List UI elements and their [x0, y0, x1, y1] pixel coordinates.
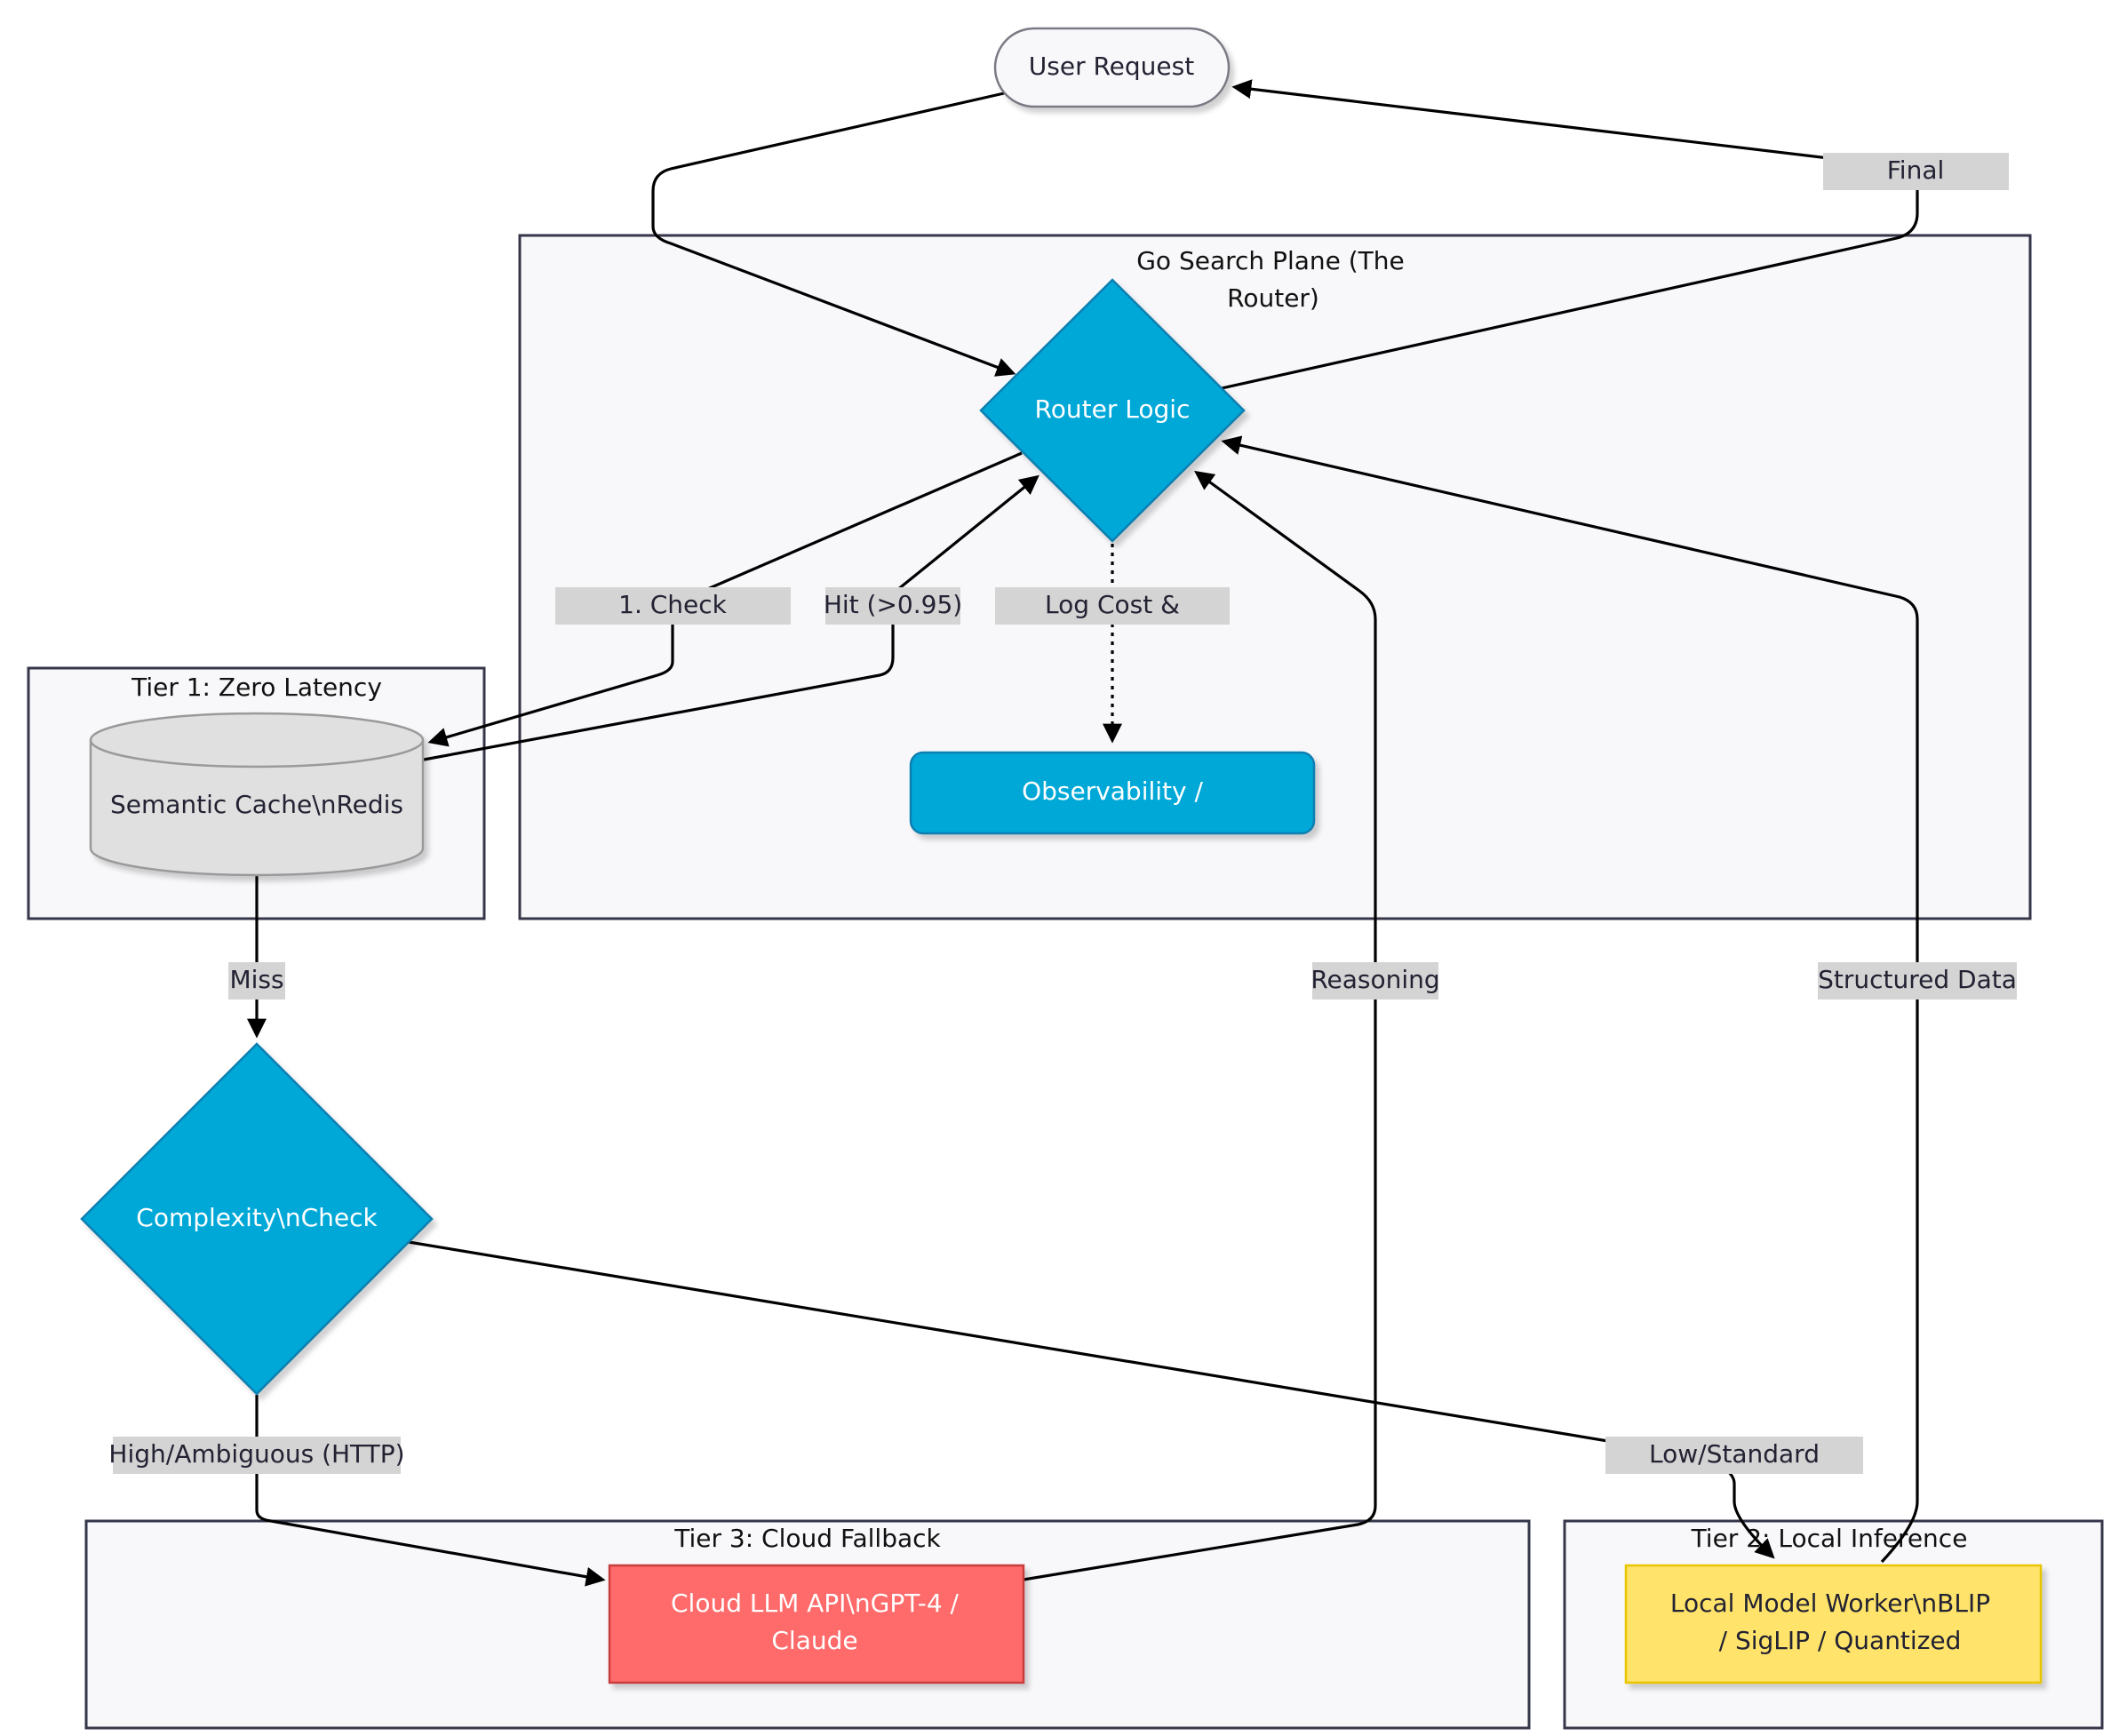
edge-label-reasoning: Reasoning — [1310, 962, 1440, 999]
tier3-cluster: Tier 3: Cloud Fallback — [84, 1519, 1531, 1730]
svg-text:Reasoning: Reasoning — [1310, 965, 1439, 994]
edge-router-to-user-final — [1221, 79, 1919, 390]
router-logic-label: Router Logic — [1035, 394, 1191, 424]
edge-label-log-cost: Log Cost & — [995, 587, 1230, 625]
observability-label: Observability / — [1022, 776, 1203, 806]
edge-label-hit: Hit (>0.95) — [824, 587, 962, 625]
svg-text:High/Ambiguous (HTTP): High/Ambiguous (HTTP) — [108, 1439, 404, 1469]
semantic-cache-label: Semantic Cache\nRedis — [110, 790, 403, 819]
edge-router-to-cache-check — [427, 451, 1023, 747]
cloud-llm-node[interactable]: Cloud LLM API\nGPT-4 / Claude — [608, 1564, 1025, 1684]
semantic-cache-node[interactable]: Semantic Cache\nRedis — [89, 712, 425, 877]
local-model-label-line2: / SigLIP / Quantized — [1719, 1626, 1962, 1655]
router-cluster-title-line2: Router) — [1227, 283, 1319, 313]
edge-label-check: 1. Check — [555, 587, 791, 625]
router-cluster-title-line1: Go Search Plane (The — [1136, 246, 1405, 275]
complexity-check-label: Complexity\nCheck — [136, 1203, 378, 1232]
tier3-cluster-title: Tier 3: Cloud Fallback — [673, 1524, 941, 1553]
svg-text:Hit (>0.95): Hit (>0.95) — [824, 590, 962, 619]
user-request-label: User Request — [1029, 52, 1194, 81]
svg-text:Final: Final — [1887, 155, 1945, 185]
edge-label-final: Final — [1823, 153, 2009, 190]
svg-text:Structured Data: Structured Data — [1818, 965, 2017, 994]
svg-text:1. Check: 1. Check — [618, 590, 728, 619]
edge-label-high-ambiguous: High/Ambiguous (HTTP) — [108, 1437, 405, 1474]
edge-label-miss: Miss — [228, 962, 285, 999]
complexity-check-node[interactable]: Complexity\nCheck — [80, 1042, 434, 1396]
edge-user-to-router — [651, 92, 1016, 377]
local-model-label-line1: Local Model Worker\nBLIP — [1670, 1589, 1990, 1618]
tier1-cluster-title: Tier 1: Zero Latency — [131, 673, 382, 702]
observability-node[interactable]: Observability / — [909, 751, 1316, 835]
edge-cache-to-router-hit — [423, 474, 1040, 761]
edge-cloud-to-router-reasoning — [1023, 470, 1377, 1581]
svg-text:Log Cost &: Log Cost & — [1045, 590, 1180, 619]
cloud-llm-label-line1: Cloud LLM API\nGPT-4 / — [671, 1589, 960, 1618]
edge-local-to-router-structured — [1221, 435, 1919, 1564]
edge-complexity-to-cloud — [255, 1395, 606, 1587]
tier2-cluster-title: Tier 2: Local Inference — [1691, 1524, 1968, 1553]
router-logic-node[interactable]: Router Logic — [979, 278, 1246, 543]
user-request-node[interactable]: User Request — [993, 27, 1231, 108]
local-model-node[interactable]: Local Model Worker\nBLIP / SigLIP / Quan… — [1624, 1564, 2043, 1684]
edge-label-low-standard: Low/Standard — [1605, 1437, 1863, 1474]
svg-text:Low/Standard: Low/Standard — [1649, 1439, 1820, 1469]
svg-text:Miss: Miss — [229, 965, 283, 994]
cloud-llm-label-line2: Claude — [771, 1626, 857, 1655]
edge-label-structured-data: Structured Data — [1818, 962, 2017, 999]
edge-complexity-to-local — [408, 1240, 1775, 1559]
